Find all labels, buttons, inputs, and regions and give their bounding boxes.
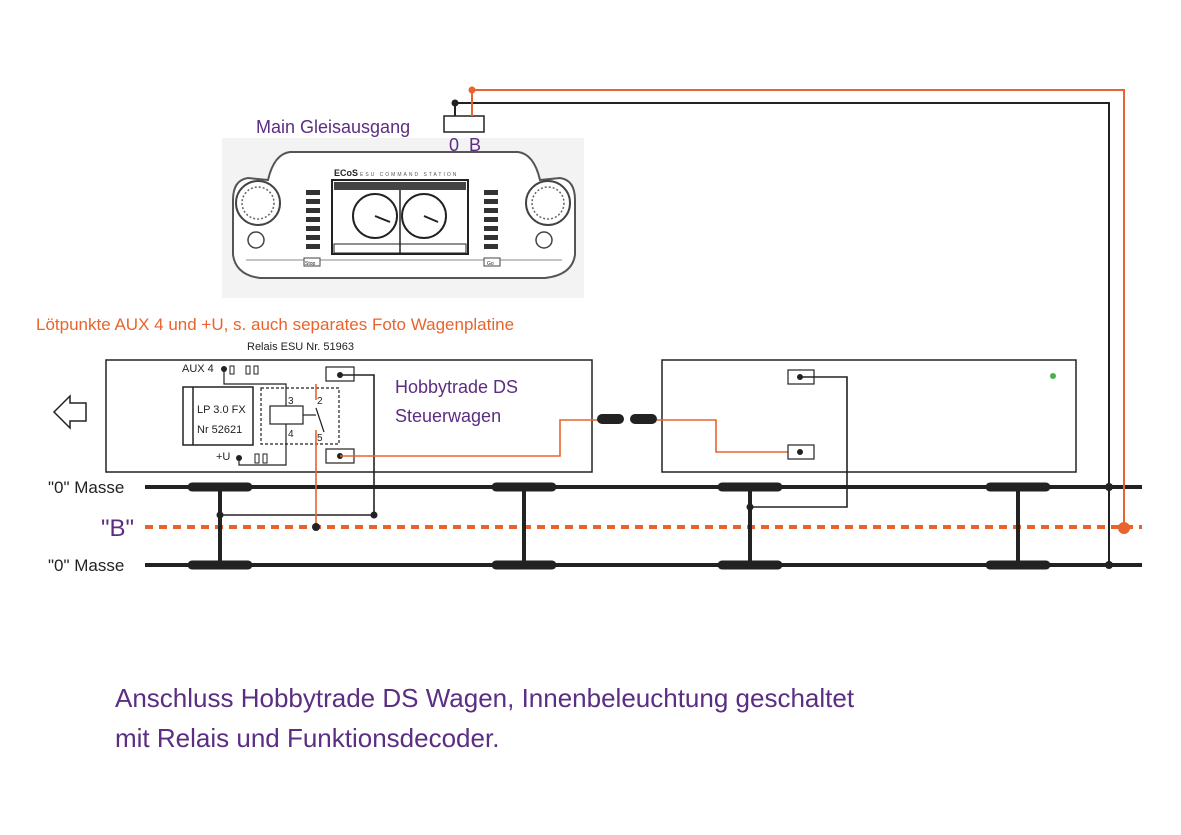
aux4-label: AUX 4 [182, 363, 214, 375]
relay-pin-4: 4 [288, 429, 294, 440]
main-output-terminal: Main Gleisausgang 0 B [256, 86, 1130, 569]
car-title-2: Steuerwagen [395, 406, 501, 426]
controller-brand: ECoS [334, 168, 358, 178]
second-car [657, 359, 1077, 511]
decoder-label-2: Nr 52621 [197, 424, 242, 436]
caption: Anschluss Hobbytrade DS Wagen, Innenbele… [115, 678, 854, 758]
indicator-dot [1050, 373, 1056, 379]
stop-button-label: Stop [305, 261, 316, 267]
coupler-plug [597, 414, 657, 424]
go-button-label: Go [487, 261, 494, 267]
relay-box [260, 387, 340, 445]
b-junction [1118, 522, 1130, 534]
plus-u-label: +U [216, 451, 230, 463]
main-output-label: Main Gleisausgang [256, 117, 410, 137]
decoder-label-1: LP 3.0 FX [197, 404, 246, 416]
relay-pin-3: 3 [288, 396, 294, 407]
relay-pin-2: 2 [317, 396, 323, 407]
steuerwagen-car: LP 3.0 FX Nr 52621 AUX 4 +U 3 4 2 5 [52, 359, 600, 531]
direction-arrow-icon [52, 394, 87, 430]
rail-label-b: "B" [101, 515, 134, 542]
rail-label-bottom: "0" Masse [48, 556, 124, 575]
solder-note: Lötpunkte AUX 4 und +U, s. auch separate… [36, 315, 514, 334]
main-terminal-labels: 0 B [449, 135, 481, 155]
decoder-box [182, 386, 254, 446]
caption-line-1: Anschluss Hobbytrade DS Wagen, Innenbele… [115, 683, 855, 713]
rail-group: "0" Masse "B" "0" Masse [48, 478, 1142, 575]
rail-label-top: "0" Masse [48, 478, 124, 497]
relay-label: Relais ESU Nr. 51963 [247, 341, 354, 353]
relay-pin-5: 5 [317, 433, 323, 444]
caption-line-2: mit Relais und Funktionsdecoder. [115, 723, 500, 753]
controller-subtitle: ESU COMMAND STATION [360, 172, 458, 178]
car-title-1: Hobbytrade DS [395, 377, 518, 397]
ecos-controller: ECoS ESU COMMAND STATION Stop Go [222, 138, 584, 298]
